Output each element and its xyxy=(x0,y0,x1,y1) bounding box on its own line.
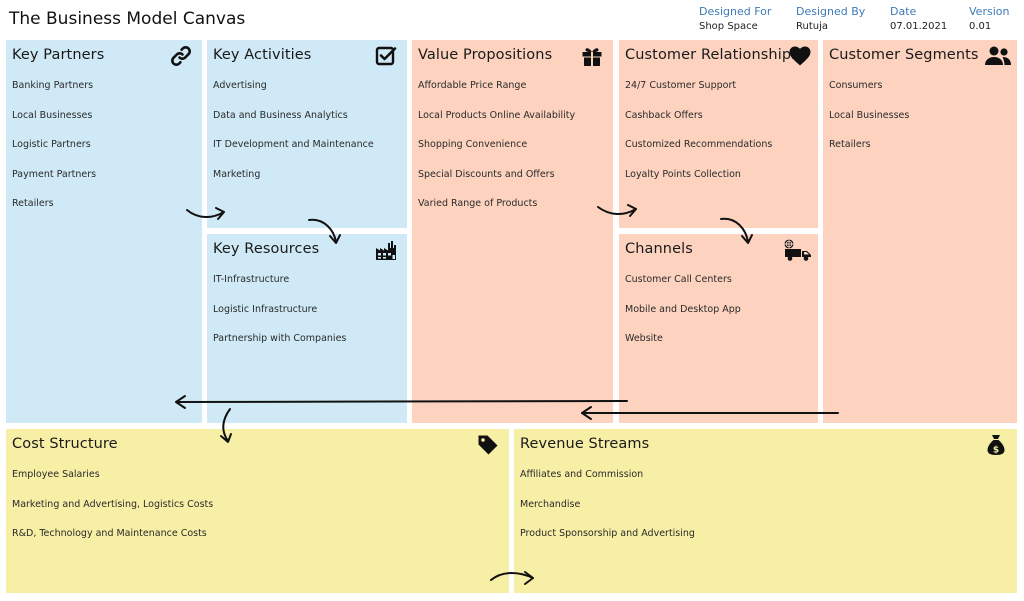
list-item: Affordable Price Range xyxy=(418,80,527,91)
block-title: Customer Relationships xyxy=(625,47,799,63)
factory-icon xyxy=(374,238,398,262)
list-item: Mobile and Desktop App xyxy=(625,303,741,315)
meta-designed-by: Designed By Rutuja xyxy=(796,5,865,32)
list-item: Marketing and Advertising, Logistics Cos… xyxy=(12,498,214,510)
svg-text:$: $ xyxy=(993,446,999,456)
list-item: Banking Partners xyxy=(12,80,94,91)
customer-segments-block: Customer Segments Consumers Local Busine… xyxy=(823,40,1017,423)
list-item: IT-Infrastructure xyxy=(213,274,290,285)
users-icon xyxy=(984,44,1012,68)
key-resources-block: Key Resources IT-Infrastructure Logistic… xyxy=(207,234,407,423)
list-item: Affiliates and Commission xyxy=(520,469,644,480)
list-item: Merchandise xyxy=(520,498,581,510)
block-title: Key Partners xyxy=(12,47,105,63)
block-title: Value Propositions xyxy=(418,47,553,63)
list-item: Advertising xyxy=(213,80,267,91)
cost-structure-block: Cost Structure Employee Salaries Marketi… xyxy=(6,429,509,593)
meta-label: Version xyxy=(969,5,1010,18)
list-item: Marketing xyxy=(213,168,261,180)
list-item: Consumers xyxy=(829,80,883,91)
block-title: Revenue Streams xyxy=(520,436,650,452)
list-item: Loyalty Points Collection xyxy=(625,168,741,180)
key-partners-block: Key Partners Banking Partners Local Busi… xyxy=(6,40,202,423)
list-item: Cashback Offers xyxy=(625,109,703,121)
block-title: Key Activities xyxy=(213,47,312,63)
meta-date: Date 07.01.2021 xyxy=(890,5,947,32)
list-item: Employee Salaries xyxy=(12,469,100,480)
heart-icon xyxy=(788,44,812,68)
list-item: Customized Recommendations xyxy=(625,139,773,151)
block-title: Channels xyxy=(625,241,693,257)
list-item: Customer Call Centers xyxy=(625,274,732,285)
list-item: IT Development and Maintenance xyxy=(213,139,374,151)
checkbox-icon xyxy=(374,44,398,68)
list-item: Local Businesses xyxy=(12,109,93,121)
list-item: Logistic Infrastructure xyxy=(213,303,318,315)
meta-value: Shop Space xyxy=(699,21,758,32)
block-title: Customer Segments xyxy=(829,47,979,63)
money-bag-icon: $ xyxy=(984,433,1008,457)
list-item: Special Discounts and Offers xyxy=(418,168,555,180)
value-propositions-block: Value Propositions Affordable Price Rang… xyxy=(412,40,613,423)
list-item: Varied Range of Products xyxy=(418,198,538,210)
list-item: R&D, Technology and Maintenance Costs xyxy=(12,528,207,540)
list-item: Local Products Online Availability xyxy=(418,109,576,121)
key-activities-block: Key Activities Advertising Data and Busi… xyxy=(207,40,407,228)
list-item: Payment Partners xyxy=(12,168,97,180)
customer-relationships-block: Customer Relationships 24/7 Customer Sup… xyxy=(619,40,818,228)
meta-value: 07.01.2021 xyxy=(890,21,948,32)
meta-value: Rutuja xyxy=(796,21,829,32)
list-item: Shopping Convenience xyxy=(418,139,528,151)
meta-designed-for: Designed For Shop Space xyxy=(699,5,771,32)
meta-value: 0.01 xyxy=(969,21,992,32)
price-tag-icon xyxy=(476,433,500,457)
list-item: Retailers xyxy=(12,198,54,210)
block-title: Cost Structure xyxy=(12,436,118,452)
channels-block: Channels Customer Call Centers Mobile an… xyxy=(619,234,818,423)
list-item: Retailers xyxy=(829,139,871,151)
meta-label: Designed For xyxy=(699,5,772,18)
meta-label: Date xyxy=(890,5,917,18)
list-item: Local Businesses xyxy=(829,109,910,121)
revenue-streams-block: Revenue Streams $ Affiliates and Commiss… xyxy=(514,429,1017,593)
list-item: Website xyxy=(625,333,663,345)
gift-icon xyxy=(580,44,604,68)
list-item: Partnership with Companies xyxy=(213,333,347,345)
list-item: Product Sponsorship and Advertising xyxy=(520,528,695,540)
list-item: Data and Business Analytics xyxy=(213,109,348,121)
meta-version: Version 0.01 xyxy=(969,5,1009,32)
page-title: The Business Model Canvas xyxy=(9,9,246,29)
list-item: 24/7 Customer Support xyxy=(625,80,737,91)
list-item: Logistic Partners xyxy=(12,139,91,151)
link-icon xyxy=(169,44,193,68)
meta-label: Designed By xyxy=(796,5,866,18)
delivery-truck-icon xyxy=(783,238,813,262)
block-title: Key Resources xyxy=(213,241,320,257)
